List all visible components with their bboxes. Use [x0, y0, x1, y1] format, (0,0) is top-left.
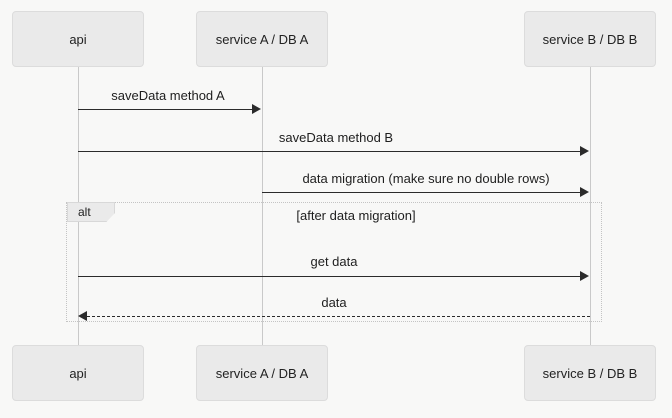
arrow-head-savedata-method-b	[580, 146, 589, 156]
participant-box-service-b-bottom[interactable]: service B / DB B	[524, 345, 656, 401]
message-label-get-data: get data	[310, 254, 358, 269]
alt-fragment-condition: [after data migration]	[296, 208, 416, 223]
participant-label-api-bottom: api	[69, 365, 87, 381]
lifeline-service-b	[590, 67, 591, 345]
message-line-savedata-method-a	[78, 109, 253, 110]
message-label-savedata-method-b: saveData method B	[278, 130, 394, 145]
message-label-savedata-method-a: saveData method A	[111, 88, 225, 103]
participant-label-service-b-top: service B / DB B	[542, 31, 638, 47]
participant-label-service-b-bottom: service B / DB B	[542, 365, 638, 381]
alt-fragment-frame	[66, 202, 602, 322]
arrow-head-savedata-method-a	[252, 104, 261, 114]
participant-box-api-bottom[interactable]: api	[12, 345, 144, 401]
participant-box-service-a-top[interactable]: service A / DB A	[196, 11, 328, 67]
message-line-savedata-method-b	[78, 151, 581, 152]
participant-box-service-b-top[interactable]: service B / DB B	[524, 11, 656, 67]
arrow-head-get-data	[580, 271, 589, 281]
message-line-get-data	[78, 276, 581, 277]
participant-box-service-a-bottom[interactable]: service A / DB A	[196, 345, 328, 401]
participant-label-service-a-bottom: service A / DB A	[215, 365, 309, 381]
message-label-data-migration: data migration (make sure no double rows…	[302, 171, 550, 186]
message-line-data-return	[87, 316, 590, 317]
arrow-head-data-migration	[580, 187, 589, 197]
message-label-data-return: data	[321, 295, 347, 310]
lifeline-service-a	[262, 67, 263, 345]
arrow-head-data-return	[78, 311, 87, 321]
alt-fragment-operator-label: alt	[78, 205, 91, 219]
participant-box-api-top[interactable]: api	[12, 11, 144, 67]
participant-label-api-top: api	[69, 31, 87, 47]
participant-label-service-a-top: service A / DB A	[215, 31, 309, 47]
message-line-data-migration	[262, 192, 581, 193]
alt-fragment-tab: alt	[67, 202, 115, 222]
